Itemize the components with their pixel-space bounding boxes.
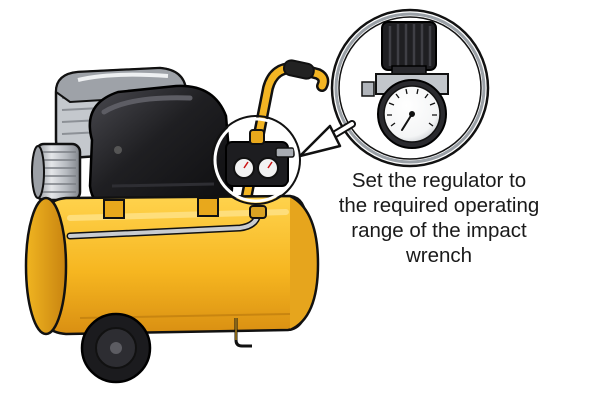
instruction-caption: Set the regulator to the required operat… <box>308 168 570 268</box>
wheel <box>80 312 152 384</box>
control-panel <box>211 115 301 205</box>
gauge-needle <box>401 113 413 131</box>
air-filter <box>31 142 82 202</box>
caption-line-2: the required operating <box>338 194 540 217</box>
arrow-pointer <box>298 120 356 158</box>
regulator-callout <box>330 8 490 168</box>
handle-grip <box>282 59 315 80</box>
caption-line-3: range of the impact <box>351 219 527 242</box>
pressure-regulator-knob <box>381 21 437 77</box>
motor-shroud <box>88 84 234 210</box>
pressure-gauge-dial <box>377 79 447 149</box>
caption-line-4: wrench <box>405 244 473 267</box>
air-tank <box>24 194 320 336</box>
caption-line-1: Set the regulator to <box>351 169 527 192</box>
compressor-body <box>24 59 330 384</box>
